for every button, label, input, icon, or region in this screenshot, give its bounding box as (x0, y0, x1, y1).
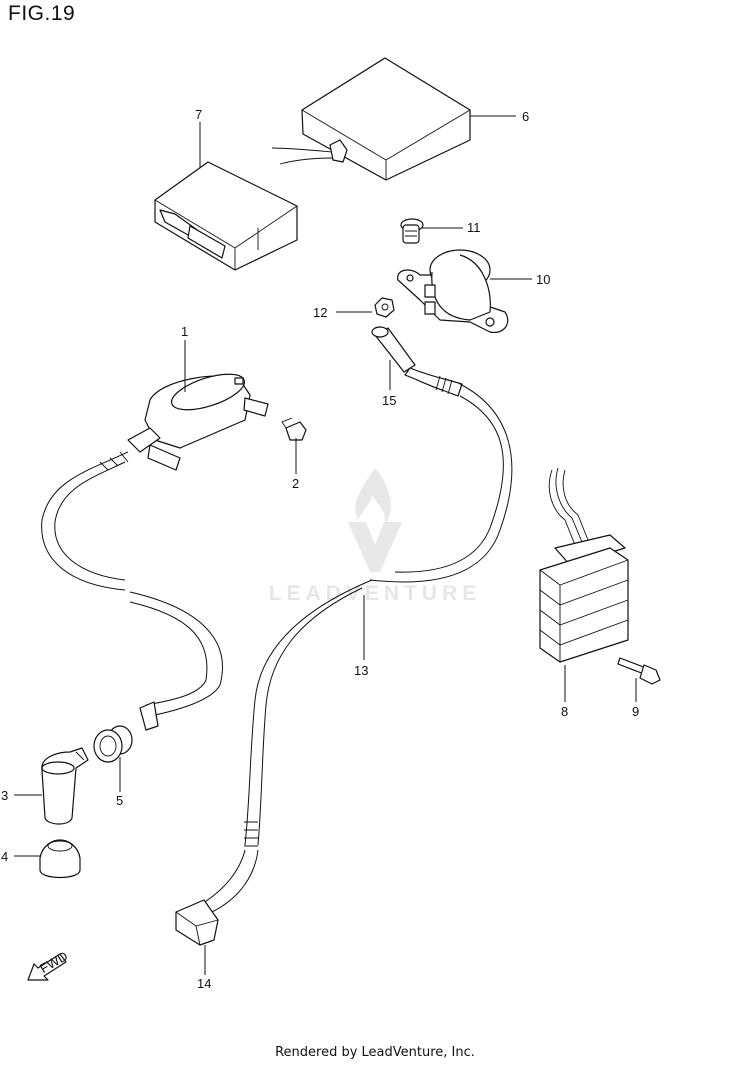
leader-lines (14, 115, 637, 975)
callout-4: 4 (1, 849, 8, 864)
part-5-grommet (93, 725, 133, 763)
callout-3: 3 (1, 788, 8, 803)
part-12-nut (374, 297, 395, 318)
part-3-plug-cap (41, 747, 89, 825)
callout-10: 10 (536, 272, 550, 287)
callout-9: 9 (632, 704, 639, 719)
part-11-screw (400, 218, 424, 244)
part-6-module (271, 57, 471, 181)
fwd-arrow-label: FWD (37, 948, 70, 976)
fwd-arrow-icon: FWD (27, 948, 70, 981)
part-1-ignition-coil (127, 373, 269, 471)
part-2-bolt (281, 417, 307, 441)
callout-labels: 7 6 11 10 12 1 15 2 13 8 9 3 5 4 14 (1, 107, 639, 991)
callout-13: 13 (354, 663, 368, 678)
part-7-ecu (154, 161, 298, 271)
part-10-relay (397, 249, 509, 334)
callout-7: 7 (195, 107, 202, 122)
watermark: LEADVENTURE (268, 582, 482, 605)
part-8-regulator (539, 467, 629, 663)
coil-wire-upper (41, 451, 129, 591)
callout-12: 12 (313, 305, 327, 320)
callout-6: 6 (522, 109, 529, 124)
callout-2: 2 (292, 476, 299, 491)
footer-credit: Rendered by LeadVenture, Inc. (275, 1045, 475, 1060)
callout-8: 8 (561, 704, 568, 719)
callout-5: 5 (116, 793, 123, 808)
callout-14: 14 (197, 976, 211, 991)
watermark-logo (348, 468, 402, 572)
part-13-lead-wire (175, 326, 513, 946)
callout-15: 15 (382, 393, 396, 408)
figure-title: FIG.19 (8, 2, 76, 25)
callout-11: 11 (467, 220, 481, 235)
part-4-cap-cover (39, 839, 81, 879)
coil-wire-lower (129, 591, 223, 731)
part-9-bolt (617, 657, 661, 685)
callout-1: 1 (181, 324, 188, 339)
